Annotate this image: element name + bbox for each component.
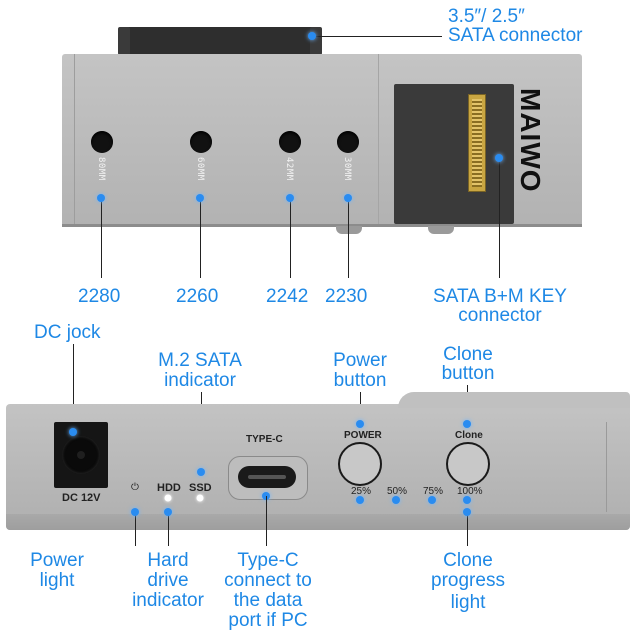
progress-50: 50% bbox=[387, 486, 408, 497]
size-label-2280: 2280 bbox=[78, 286, 121, 307]
standoff-hole-2260 bbox=[190, 131, 212, 153]
typec-label: TYPE-C bbox=[246, 434, 283, 445]
standoff-hole-2242 bbox=[279, 131, 301, 153]
clone-label: Clone bbox=[455, 430, 483, 441]
size-label-2242: 2242 bbox=[266, 286, 309, 307]
hole-mark-30: 30MM bbox=[342, 157, 352, 181]
power-button[interactable] bbox=[338, 442, 382, 486]
progress-75: 75% bbox=[423, 486, 444, 497]
enclosure-front-view bbox=[6, 392, 630, 530]
enclosure-top-view: MAIWO bbox=[62, 54, 582, 227]
callout-hdd-line2: drive bbox=[147, 570, 189, 591]
dc-jack bbox=[54, 422, 108, 488]
progress-led-25 bbox=[356, 496, 364, 504]
standoff-hole-2280 bbox=[91, 131, 113, 153]
callout-progress-line2: progress bbox=[431, 570, 505, 591]
callout-dc-jock: DC jock bbox=[34, 322, 101, 343]
callout-power-light-line2: light bbox=[39, 570, 75, 591]
callout-sata-line2: SATA connector bbox=[448, 25, 583, 46]
callout-progress-line1: Clone bbox=[443, 550, 493, 571]
clone-button[interactable] bbox=[446, 442, 490, 486]
progress-led-75 bbox=[428, 496, 436, 504]
m2-slot bbox=[394, 84, 514, 224]
sata-connector-dot bbox=[308, 32, 316, 40]
callout-clone-btn-line1: Clone bbox=[443, 344, 493, 365]
power-button-dot bbox=[356, 420, 364, 428]
power-light-dot bbox=[131, 508, 139, 516]
size-label-2260: 2260 bbox=[176, 286, 219, 307]
callout-typec-line1: Type-C bbox=[237, 550, 299, 571]
callout-typec-line4: port if PC bbox=[228, 610, 308, 631]
m2-sata-dot bbox=[197, 468, 205, 476]
hole-mark-80: 80MM bbox=[96, 157, 106, 181]
m2-connector bbox=[468, 94, 486, 192]
callout-typec-line2: connect to bbox=[224, 570, 312, 591]
hdd-led bbox=[164, 494, 172, 502]
power-label: POWER bbox=[344, 430, 382, 441]
callout-m2-line2: indicator bbox=[164, 370, 236, 391]
callout-power-line2: button bbox=[333, 370, 387, 391]
bm-key-dot bbox=[495, 154, 503, 162]
callout-hdd-line3: indicator bbox=[132, 590, 204, 611]
standoff-hole-2230 bbox=[337, 131, 359, 153]
progress-100: 100% bbox=[457, 486, 483, 497]
hole-mark-60: 60MM bbox=[195, 157, 205, 181]
hdd-label: HDD bbox=[157, 482, 181, 494]
dc-label: DC 12V bbox=[62, 492, 101, 504]
callout-progress-line3: light bbox=[450, 592, 486, 613]
callout-typec-line3: the data bbox=[233, 590, 303, 611]
dc-jock-dot bbox=[69, 428, 77, 436]
callout-clone-btn-line2: button bbox=[441, 363, 495, 384]
progress-25: 25% bbox=[351, 486, 372, 497]
size-label-2230: 2230 bbox=[325, 286, 368, 307]
ssd-label: SSD bbox=[189, 482, 212, 494]
callout-hdd-line1: Hard bbox=[147, 550, 189, 571]
callout-power-light-line1: Power bbox=[30, 550, 84, 571]
callout-sata-line1: 3.5″/ 2.5″ bbox=[448, 6, 525, 27]
clone-progress-dot bbox=[463, 508, 471, 516]
sata-connector-tab bbox=[118, 27, 322, 55]
callout-power-line1: Power bbox=[333, 350, 387, 371]
progress-led-100 bbox=[463, 496, 471, 504]
hard-drive-dot bbox=[164, 508, 172, 516]
clone-button-dot bbox=[463, 420, 471, 428]
callout-bm-line2: connector bbox=[458, 305, 542, 326]
progress-led-50 bbox=[392, 496, 400, 504]
callout-bm-line1: SATA B+M KEY bbox=[433, 286, 567, 307]
hole-mark-42: 42MM bbox=[284, 157, 294, 181]
brand-logo: MAIWO bbox=[515, 88, 546, 193]
power-symbol: ⏻ bbox=[131, 482, 139, 493]
callout-m2-line1: M.2 SATA bbox=[158, 350, 242, 371]
ssd-led bbox=[196, 494, 204, 502]
